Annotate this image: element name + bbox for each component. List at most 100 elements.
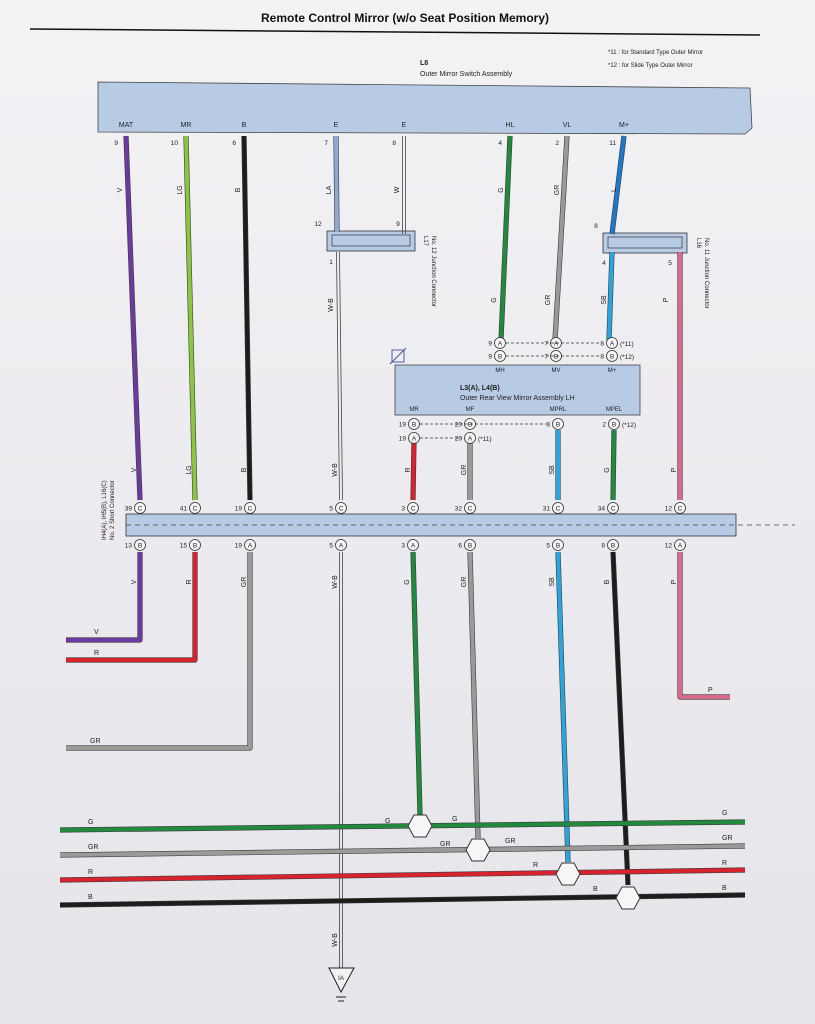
l17-pin-1: 1 xyxy=(329,259,333,266)
short-bottom-pin-6-circle xyxy=(552,539,564,551)
wire-wb-upper-b xyxy=(339,251,343,501)
bus-right-label-1: GR xyxy=(722,835,733,842)
short-bottom-wire-label-4: G xyxy=(404,579,411,584)
junction-l17-code: L17 xyxy=(422,236,428,247)
l16-pin-5: 5 xyxy=(668,260,672,267)
wire-out-r-outline xyxy=(66,552,198,663)
short-bottom-pin-7-conn: B xyxy=(611,542,615,549)
upper-wire-label-0: V xyxy=(117,187,124,192)
upper-wire-label-3: LA xyxy=(326,185,333,194)
mirror-top-pin-a0-conn: A xyxy=(498,340,503,347)
short-top-pin-2-circle xyxy=(244,502,256,514)
wire-mat-v xyxy=(124,135,142,501)
mirror-top-pin-a2-number: 8 xyxy=(600,341,604,348)
upper-wire-label-5: G xyxy=(498,187,505,192)
splice-label-b: B xyxy=(593,886,598,893)
mirror-top-pin-b0-conn: B xyxy=(498,353,502,360)
junction-l17-box xyxy=(326,230,416,252)
splice-label-gr1: GR xyxy=(440,841,451,848)
mirror-assembly-icon xyxy=(389,347,407,365)
upper-wire-label-9: G xyxy=(491,297,498,302)
short-top-pin-8-conn: C xyxy=(678,505,683,512)
mirror-bottom-pin-b2-conn: B xyxy=(556,421,560,428)
upper-wire-label-7: L xyxy=(611,188,618,192)
short-bottom-wire-label-6: SB xyxy=(549,577,556,587)
wire-b-down xyxy=(611,551,630,886)
switch-terminal-1: MR xyxy=(181,122,192,129)
short-top-pin-6-conn: C xyxy=(556,505,561,512)
switch-pin-2: 6 xyxy=(232,140,236,147)
mirror-bottom-pin-b3-conn: B xyxy=(612,421,616,428)
bus-right-label-0: G xyxy=(722,810,727,817)
short-bottom-pin-4-circle xyxy=(407,539,419,551)
wire-mr-lg xyxy=(184,135,197,501)
switch-terminal-6: VL xyxy=(563,122,572,129)
splice-r xyxy=(555,862,581,886)
mirror-top-pin-b0-circle xyxy=(494,350,506,362)
short-bottom-wire-label-5: GR xyxy=(461,577,468,588)
junction-l16-name: No. 11 Junction Connector xyxy=(703,238,709,309)
l16-pin-8: 8 xyxy=(594,223,598,230)
wire-m-sb xyxy=(607,251,614,341)
mirror-top-pin-a0-circle xyxy=(494,337,506,349)
switch-terminal-0: MAT xyxy=(119,122,134,129)
wire-mr-r xyxy=(411,439,416,501)
short-top-wire-label-b: B xyxy=(241,467,248,472)
mirror-bottom-pin-b3-number: 2 xyxy=(602,422,606,429)
bus-gr xyxy=(59,844,746,857)
switch-pin-3: 7 xyxy=(324,140,328,147)
wire-out-v xyxy=(66,552,142,642)
mirror-bottom-terminal-0: MR xyxy=(409,407,419,413)
short-top-pin-3-circle xyxy=(335,502,347,514)
upper-wire-label-11: SB xyxy=(601,295,608,305)
short-connector-name: No. 2 Short Connector xyxy=(110,480,116,540)
switch-pin-1: 10 xyxy=(171,140,179,147)
mirror-bottom-pin-a1-number: 20 xyxy=(455,436,463,443)
short-top-pin-5-circle xyxy=(464,502,476,514)
short-top-pin-0-conn: C xyxy=(138,505,143,512)
short-bottom-pin-5-circle xyxy=(464,539,476,551)
short-top-pin-6-number: 31 xyxy=(543,506,551,513)
l16-pin-4: 4 xyxy=(602,260,606,267)
splice-label-r: R xyxy=(533,862,538,869)
note-12: *12 : for Slide Type Outer Mirror xyxy=(608,63,693,69)
mirror-bottom-pin-a1-conn: A xyxy=(468,435,473,442)
mirror-top-pin-b0-number: 9 xyxy=(488,354,492,361)
wire-out-p-outline xyxy=(677,552,730,700)
bus-right-label-2: R xyxy=(722,860,727,867)
short-bottom-pin-3-circle xyxy=(335,539,347,551)
short-bottom-pin-4-number: 3 xyxy=(401,543,405,550)
upper-wire-label-2: B xyxy=(235,187,242,192)
short-bottom-wire-label-7: B xyxy=(604,579,611,584)
switch-pin-4: 8 xyxy=(392,140,396,147)
note-11: *11 : for Standard Type Outer Mirror xyxy=(608,50,703,56)
junction-l17-bar xyxy=(331,234,411,247)
short-top-wire-label-v: V xyxy=(131,467,138,472)
mirror-bottom-note-11: (*11) xyxy=(478,436,492,443)
short-bottom-pin-0-conn: B xyxy=(138,542,142,549)
short-top-pin-4-number: 3 xyxy=(401,506,405,513)
wire-b-b xyxy=(242,135,252,501)
bus-left-label-1: GR xyxy=(88,844,99,851)
splice-b xyxy=(615,886,641,910)
switch-terminal-4: E xyxy=(402,122,407,129)
switch-pin-7: 11 xyxy=(609,140,616,147)
wire-out-p xyxy=(678,552,730,699)
mirror-top-pin-a2-circle xyxy=(606,337,618,349)
short-top-pin-7-conn: C xyxy=(611,505,616,512)
mirror-bottom-pin-b0-circle xyxy=(408,418,420,430)
bus-left-label-0: G xyxy=(88,819,93,826)
short-top-pin-0-circle xyxy=(134,502,146,514)
output-v-label: V xyxy=(94,629,99,636)
short-top-pin-1-circle xyxy=(189,502,201,514)
short-bottom-pin-8-number: 12 xyxy=(665,543,673,550)
wire-hl-g xyxy=(499,135,512,341)
wire-out-v-outline xyxy=(66,552,143,643)
short-top-pin-1-conn: C xyxy=(193,505,198,512)
mirror-wire-label-sb: SB xyxy=(549,465,556,475)
splice-label-gr2: GR xyxy=(505,838,516,845)
switch-pin-0: 9 xyxy=(114,140,118,147)
junction-l17-name: No. 12 Junction Connector xyxy=(430,236,436,307)
upper-wire-label-8: W-B xyxy=(328,298,335,312)
